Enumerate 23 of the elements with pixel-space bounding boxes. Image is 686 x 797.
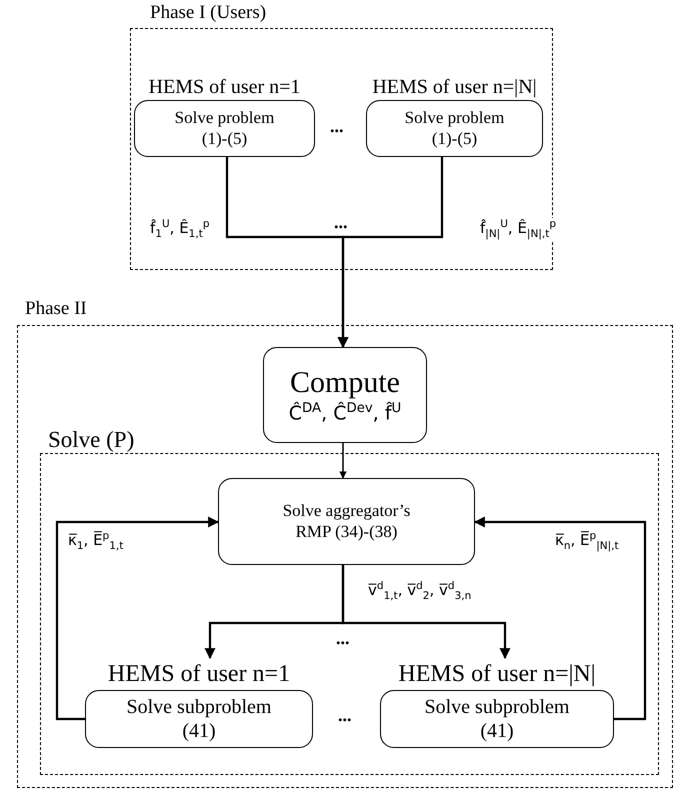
- ellipsis: ...: [330, 117, 344, 135]
- arrow: [474, 516, 646, 720]
- arrow: [338, 157, 444, 348]
- box-text: Solve problem (1)-(5): [174, 108, 276, 149]
- node-heading: HEMS of user n=1: [108, 660, 290, 689]
- arrow: [339, 443, 347, 479]
- ellipsis: ...: [336, 629, 350, 647]
- arrow: [342, 565, 510, 660]
- group-title: Phase I (Users): [150, 2, 266, 24]
- formula-text: Ĉ$^{DA}$, Ĉ$^{Dev}$, f̂$^{U}$: [288, 400, 402, 426]
- group-title: Solve (P): [48, 427, 134, 453]
- box-text: Solve aggregator’s RMP (34)-(38): [282, 501, 412, 542]
- node-heading: HEMS of user n=|N|: [372, 75, 537, 100]
- arrow: [56, 516, 220, 720]
- box-text: Compute: [290, 364, 400, 401]
- node-heading: HEMS of user n=|N|: [398, 660, 596, 689]
- group-title: Phase II: [25, 298, 87, 320]
- box-text: Solve subproblem (41): [424, 695, 570, 743]
- ellipsis: ...: [334, 213, 348, 231]
- box-text: Solve problem (1)-(5): [404, 108, 506, 149]
- box-text: Solve subproblem (41): [126, 695, 272, 743]
- ellipsis: ...: [338, 706, 352, 724]
- node-heading: HEMS of user n=1: [148, 75, 300, 100]
